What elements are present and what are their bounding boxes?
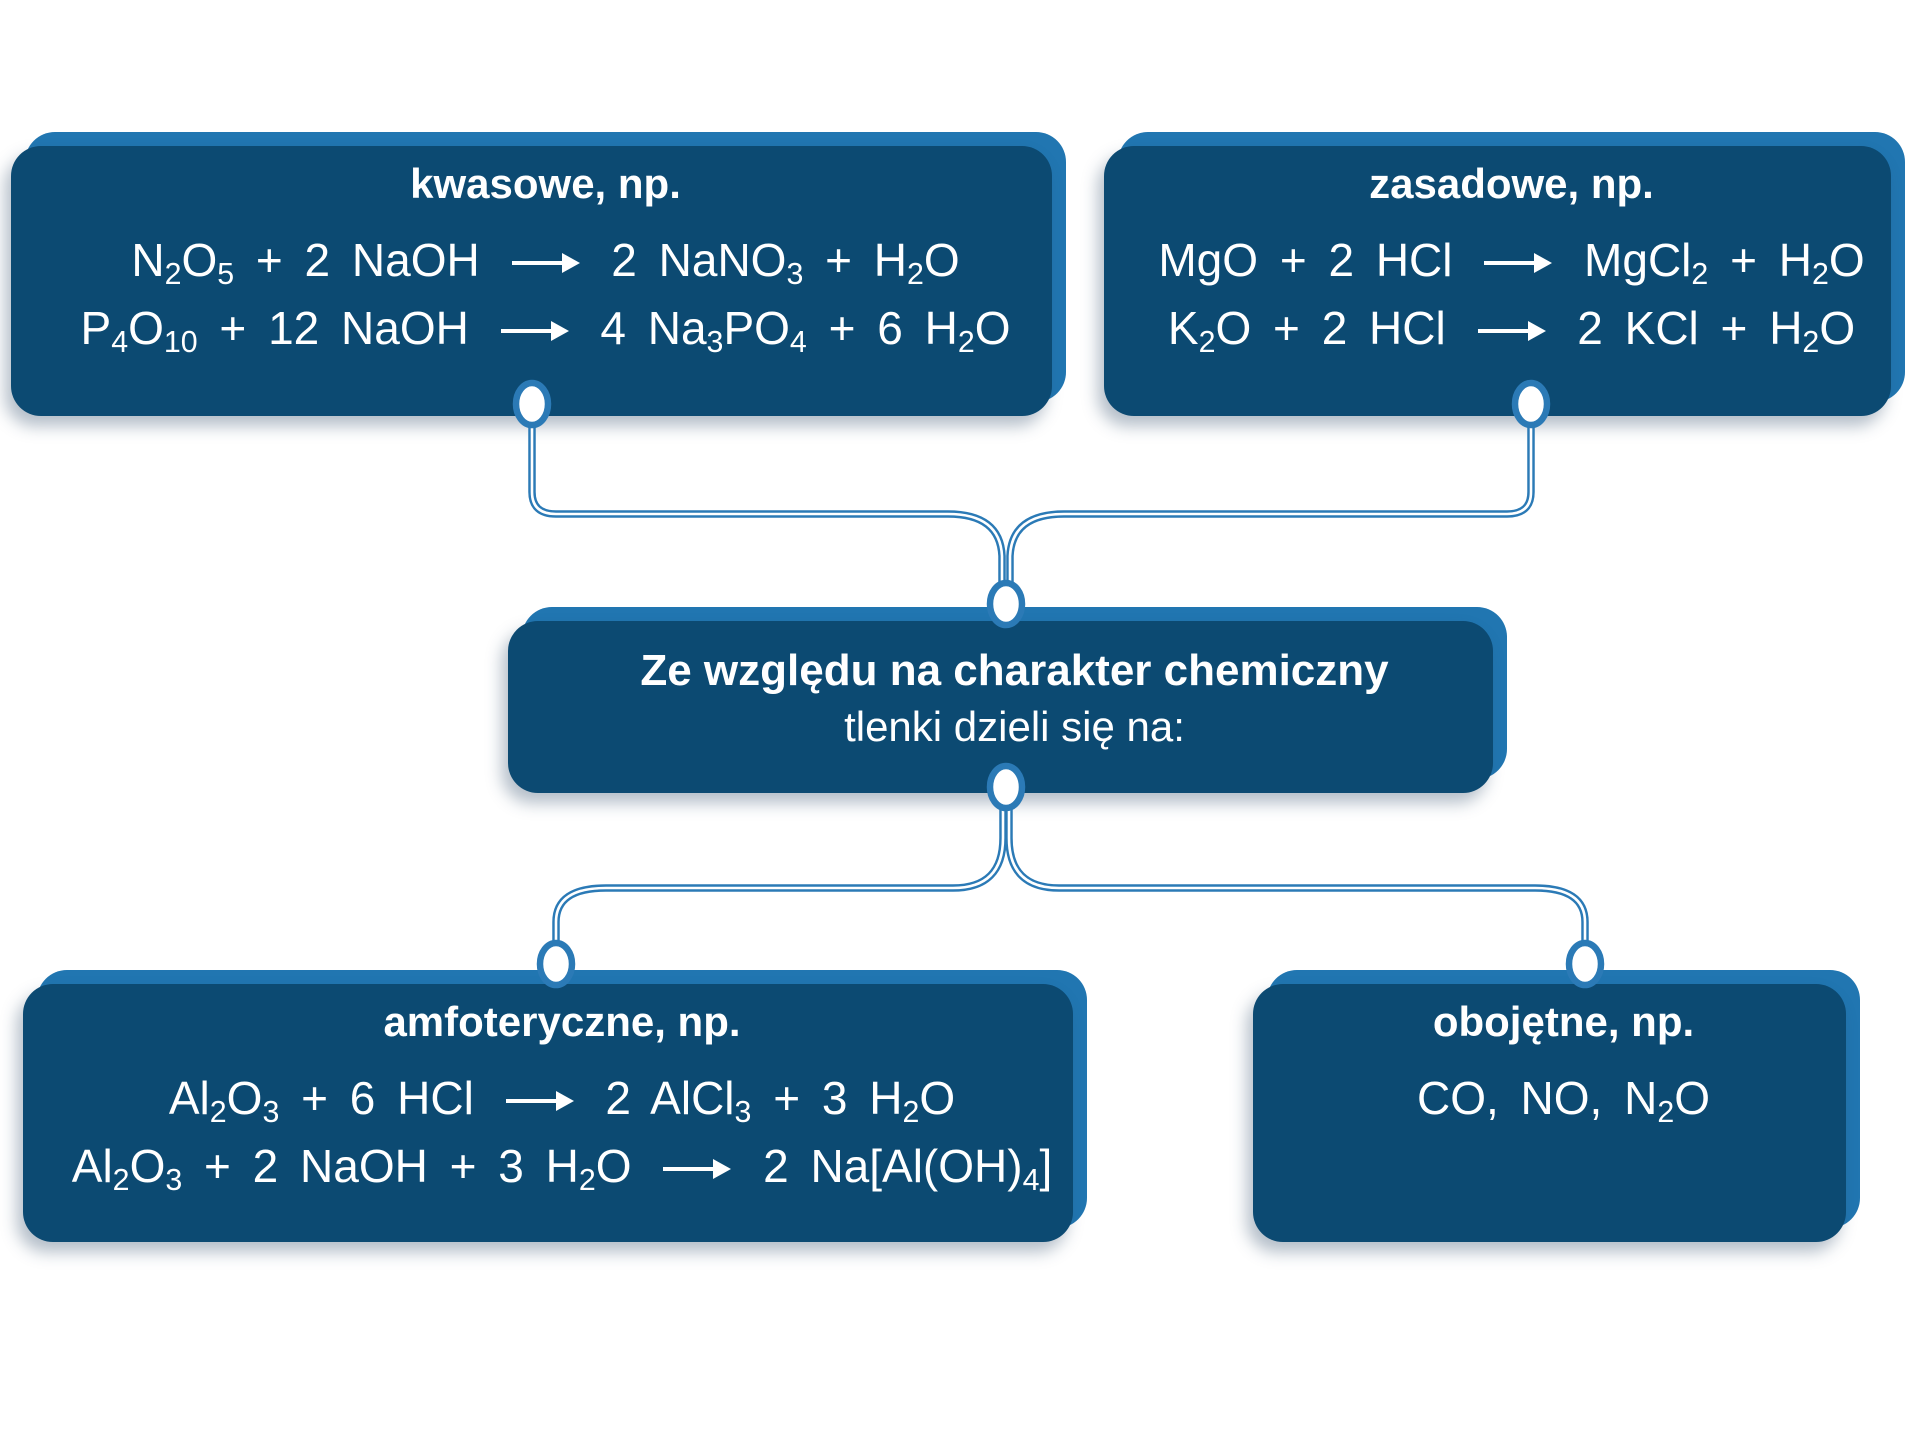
connector-edge [552, 790, 1007, 962]
equation-line: K2O + 2 HCl 2 KCl + H2O [1167, 302, 1856, 359]
equation-line: MgO + 2 HCl MgCl2 + H2O [1158, 234, 1865, 291]
equation-line: CO, NO, N2O [1416, 1072, 1710, 1129]
reaction-arrow-icon [511, 248, 580, 278]
reaction-arrow-icon [500, 316, 569, 346]
connector-edge [1007, 790, 1587, 962]
connector-edge [530, 404, 1004, 600]
box-amfoteryczne-title: amfoteryczne, np. [383, 998, 741, 1045]
equation-line: Al2O3 + 6 HCl 2 AlCl3 + 3 H2O [168, 1072, 956, 1129]
box-zasadowe: zasadowe, np. MgO + 2 HCl MgCl2 + H2O K2… [1104, 132, 1905, 416]
reaction-arrow-icon [505, 1086, 574, 1116]
box-zasadowe-content: zasadowe, np. MgO + 2 HCl MgCl2 + H2O K2… [1118, 132, 1905, 362]
box-obojetne-title: obojętne, np. [1432, 998, 1695, 1045]
box-amfoteryczne-content: amfoteryczne, np. Al2O3 + 6 HCl 2 AlCl3 … [37, 970, 1087, 1200]
box-root: Ze względu na charakter chemiczny tlenki… [508, 607, 1507, 793]
box-amfoteryczne: amfoteryczne, np. Al2O3 + 6 HCl 2 AlCl3 … [23, 970, 1087, 1242]
root-title-line1: Ze względu na charakter chemiczny [640, 646, 1389, 695]
box-root-content: Ze względu na charakter chemiczny tlenki… [522, 607, 1507, 755]
box-kwasowe-title: kwasowe, np. [410, 160, 681, 207]
equation-line: P4O10 + 12 NaOH 4 Na3PO4 + 6 H2O [80, 302, 1011, 359]
equation-line: N2O5 + 2 NaOH 2 NaNO3 + H2O [131, 234, 960, 291]
equation-line: Al2O3 + 2 NaOH + 3 H2O 2 Na[Al(OH)4] [71, 1140, 1053, 1197]
box-zasadowe-title: zasadowe, np. [1369, 160, 1654, 207]
connector-edge [528, 404, 1006, 600]
connector-edge [554, 790, 1005, 962]
box-obojetne: obojętne, np. CO, NO, N2O [1253, 970, 1860, 1242]
box-obojetne-content: obojętne, np. CO, NO, N2O [1267, 970, 1860, 1132]
root-title-line2: tlenki dzieli się na: [844, 703, 1185, 750]
reaction-arrow-icon [1484, 248, 1553, 278]
connector-edge [1005, 790, 1589, 962]
reaction-arrow-icon [1477, 316, 1546, 346]
connector-edge [1006, 404, 1535, 600]
box-kwasowe: kwasowe, np. N2O5 + 2 NaOH 2 NaNO3 + H2O… [11, 132, 1066, 416]
box-kwasowe-content: kwasowe, np. N2O5 + 2 NaOH 2 NaNO3 + H2O… [25, 132, 1066, 362]
connector-edge [1008, 404, 1533, 600]
reaction-arrow-icon [663, 1154, 732, 1184]
